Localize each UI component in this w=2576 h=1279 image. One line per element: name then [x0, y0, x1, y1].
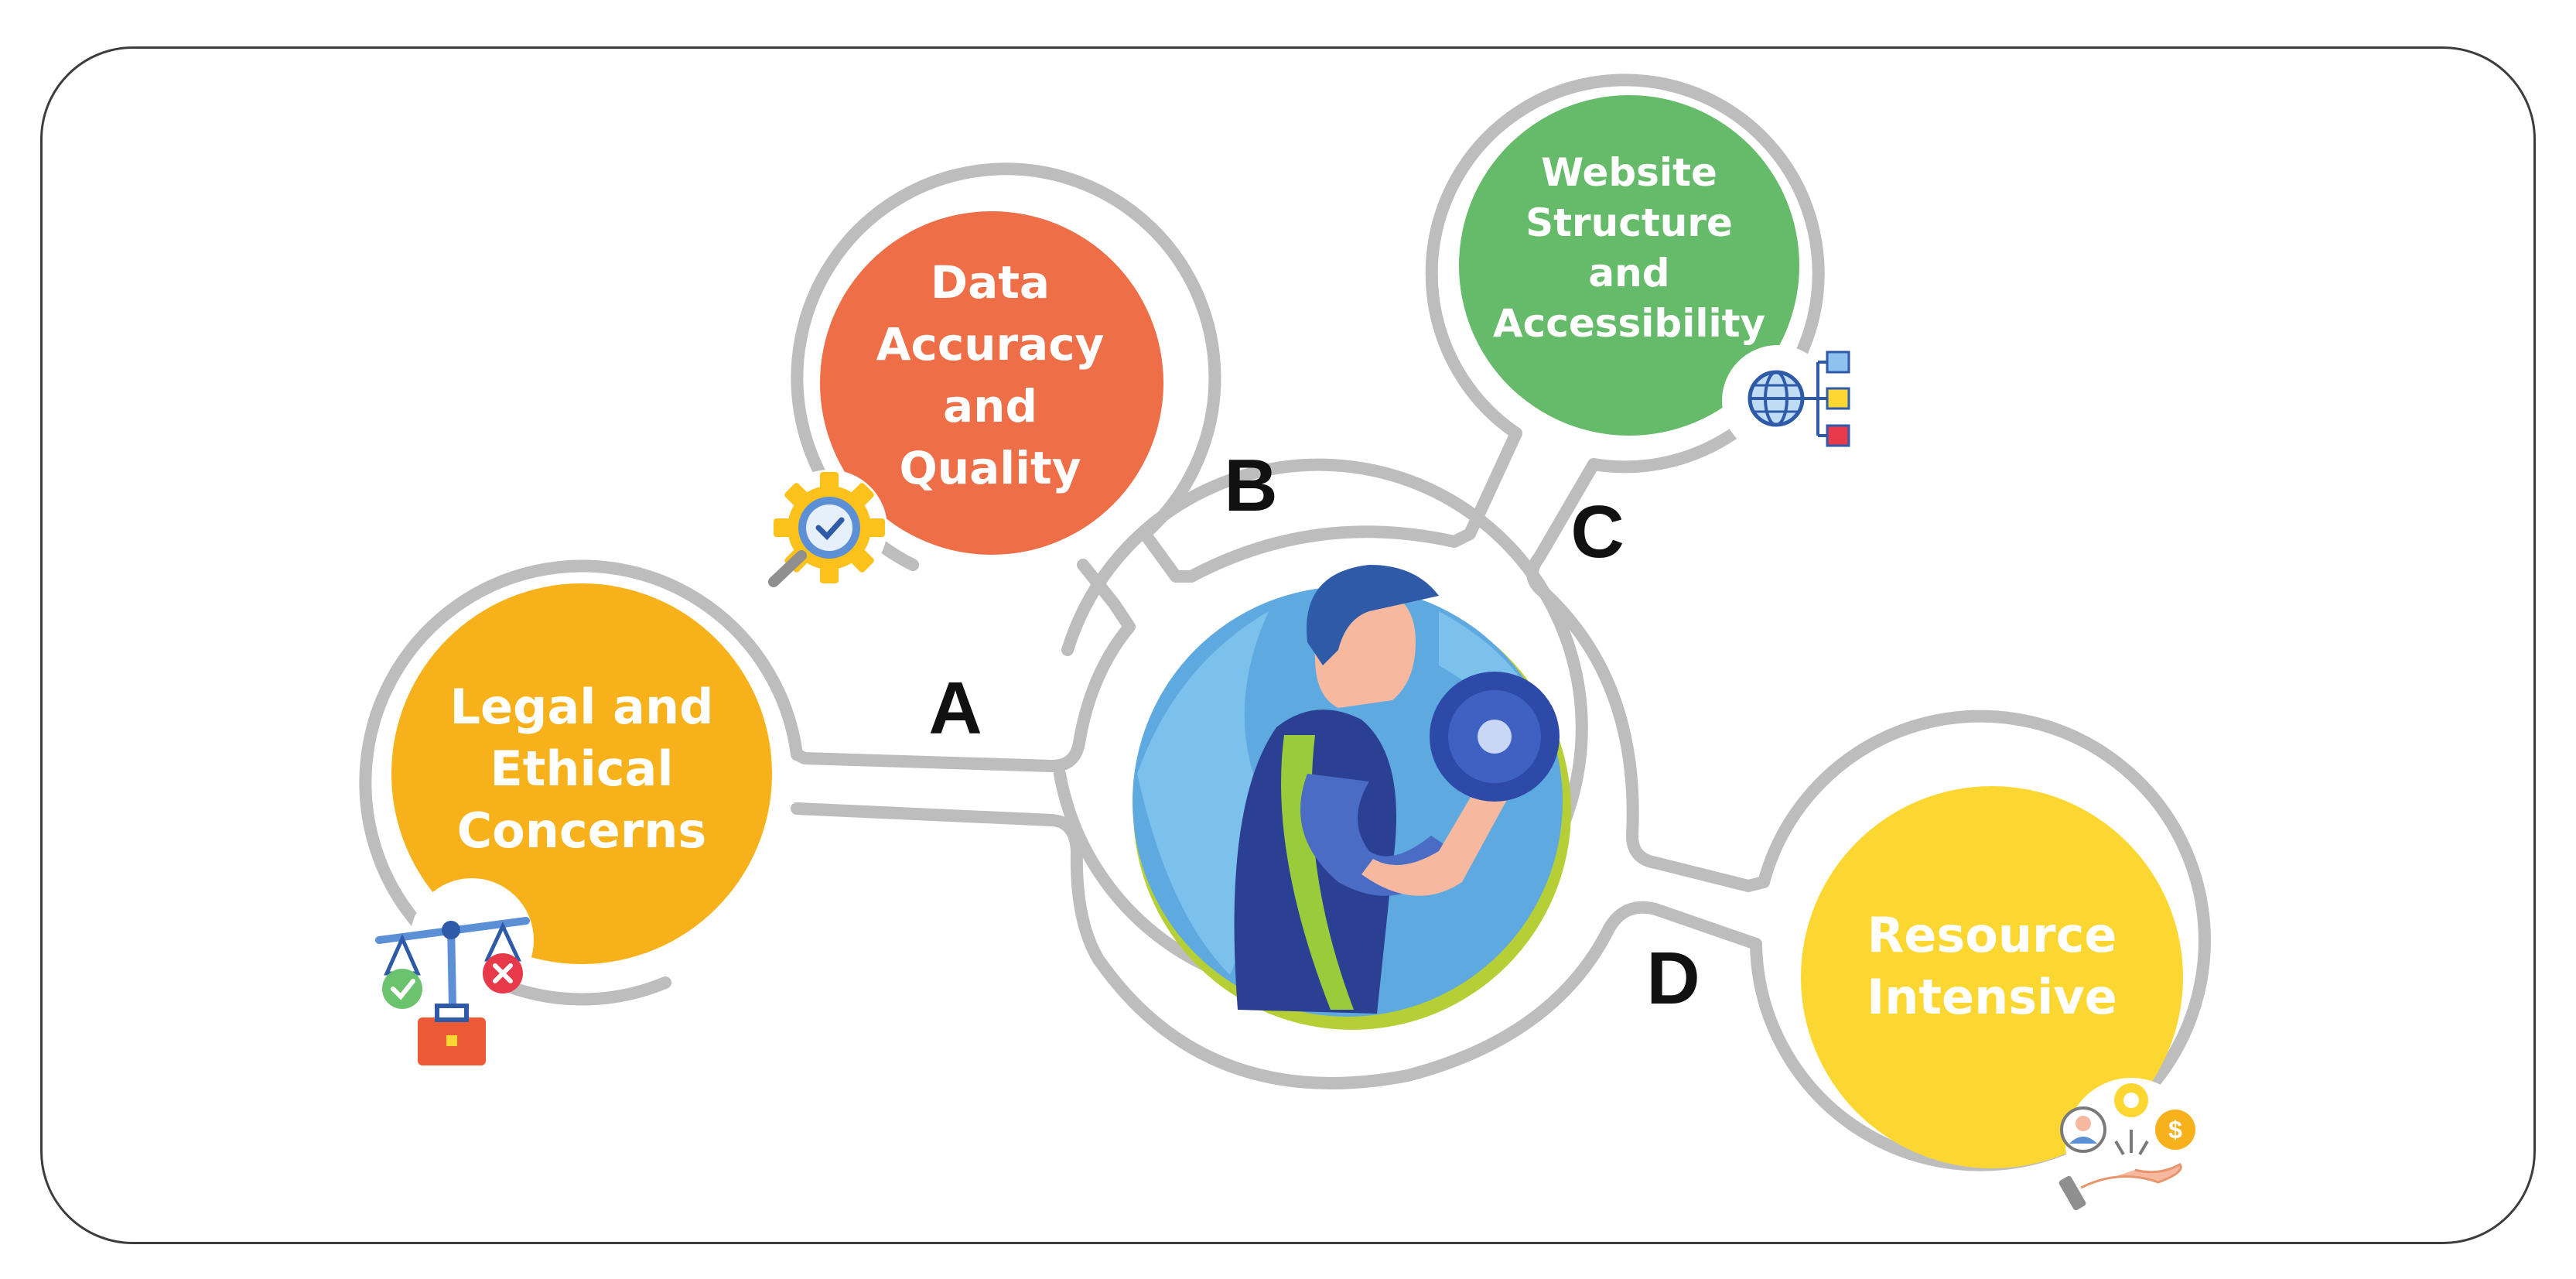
arm-b	[1139, 427, 1522, 583]
connector-label-b: B	[1224, 444, 1277, 527]
topic-c-line-2: Structure	[1525, 200, 1733, 245]
topic-c: Website Structure and Accessibility	[1459, 95, 1850, 457]
balance-scale-icon	[375, 878, 534, 1065]
gear-magnifier-icon	[768, 470, 887, 587]
svg-text:$: $	[2168, 1116, 2182, 1144]
ring-b	[791, 162, 1221, 571]
connector-label-d: D	[1646, 937, 1700, 1020]
topic-d-line-2: Intensive	[1867, 969, 2117, 1025]
topic-a-line-2: Ethical	[490, 740, 673, 797]
topic-d: Resource Intensive $	[1801, 786, 2197, 1211]
connector-label-a: A	[928, 667, 982, 750]
topic-b-line-3: and	[943, 380, 1037, 433]
arm-a-upper	[791, 559, 1136, 772]
topic-a-circle	[391, 583, 772, 964]
topic-c-line-4: Accessibility	[1493, 301, 1765, 346]
topic-a-line-3: Concerns	[457, 802, 707, 859]
connector-label-c: C	[1570, 491, 1624, 573]
arm-d	[1070, 845, 1762, 1089]
topic-c-line-3: and	[1588, 251, 1669, 296]
topic-b-line-2: Accuracy	[876, 318, 1105, 371]
topic-b-line-1: Data	[931, 256, 1050, 309]
topic-d-line-1: Resource	[1867, 907, 2117, 963]
arm-c	[1526, 458, 1770, 892]
topic-a: Legal and Ethical Concerns	[375, 583, 772, 1065]
arm-a-lower	[791, 802, 1083, 857]
weightlifter-icon	[1133, 565, 1571, 1030]
globe-sitemap-icon	[1722, 345, 1850, 457]
topic-b-circle	[820, 211, 1163, 555]
topic-c-line-1: Website	[1541, 150, 1717, 195]
hand-resources-icon: $	[2058, 1078, 2197, 1211]
topic-b-line-4: Quality	[899, 442, 1081, 494]
topic-b: Data Accuracy and Quality	[768, 211, 1163, 587]
topic-a-line-1: Legal and	[450, 679, 714, 735]
ring-d	[1750, 710, 2211, 1171]
topic-d-circle	[1801, 786, 2183, 1168]
topic-c-circle	[1459, 95, 1799, 436]
